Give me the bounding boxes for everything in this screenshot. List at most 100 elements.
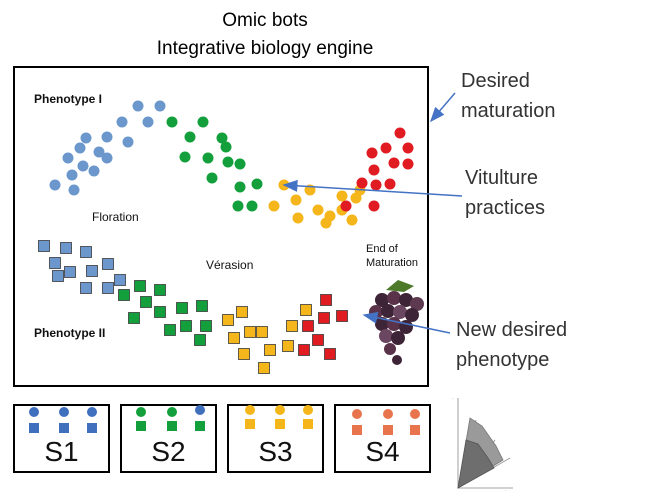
desired-maturation-arrow (430, 92, 456, 123)
svg-text:·: · (505, 488, 507, 494)
stage-dot (87, 407, 97, 417)
red-dot (370, 179, 382, 191)
stage-square (29, 423, 39, 433)
phenotype-ii-label: Phenotype II (34, 326, 106, 340)
yellow-dot (320, 217, 332, 229)
yellow-square (238, 348, 250, 360)
radar-sketch: · · (452, 396, 513, 494)
yellow-dot (312, 204, 324, 216)
blue-dot (62, 152, 74, 164)
red-dot (394, 127, 406, 139)
green-dot (179, 151, 191, 163)
blue-dot (116, 116, 128, 128)
blue-dot (132, 100, 144, 112)
green-dot (232, 200, 244, 212)
green-square (154, 284, 166, 296)
blue-dot (101, 152, 113, 164)
blue-square (80, 246, 92, 258)
blue-dot (66, 169, 78, 181)
stage-square (275, 419, 285, 429)
yellow-square (282, 340, 294, 352)
green-dot (220, 141, 232, 153)
blue-square (80, 282, 92, 294)
blue-square (64, 266, 76, 278)
red-dot (340, 200, 352, 212)
blue-dot (142, 116, 154, 128)
title-line-2: Integrative biology engine (156, 38, 374, 59)
desired-maturation-annotation: Desired maturation (461, 66, 556, 126)
stage-square (352, 425, 362, 435)
red-square (302, 320, 314, 332)
viticulture-line: Vitulture (465, 167, 539, 189)
stage-label: S2 (151, 436, 186, 467)
stage-dot (303, 405, 313, 415)
blue-dot (88, 165, 100, 177)
yellow-square (236, 306, 248, 318)
stage-dot (136, 407, 146, 417)
stage-box-s3: S3 (227, 404, 324, 473)
green-dot (184, 131, 196, 143)
blue-dot (74, 142, 86, 154)
stage-dot (167, 407, 177, 417)
stage-square (195, 421, 205, 431)
yellow-dot (290, 194, 302, 206)
maturation-line: Maturation (366, 257, 418, 269)
red-dot (368, 164, 380, 176)
viticulture-annotation: Vitulture practices (465, 163, 545, 223)
yellow-square (222, 314, 234, 326)
green-dot (166, 116, 178, 128)
stage-dot (352, 409, 362, 419)
green-dot (251, 178, 263, 190)
stage-square (383, 425, 393, 435)
yellow-square (286, 320, 298, 332)
red-dot (366, 147, 378, 159)
blue-dot (68, 184, 80, 196)
stage-square (59, 423, 69, 433)
red-square (298, 344, 310, 356)
red-dot (380, 142, 392, 154)
green-square (180, 320, 192, 332)
desired-line: Desired (461, 70, 530, 92)
stage-dot (410, 409, 420, 419)
green-square (128, 312, 140, 324)
green-square (196, 300, 208, 312)
red-square (318, 312, 330, 324)
red-square (324, 348, 336, 360)
verasion-label: Vérasion (206, 258, 254, 272)
green-dot (216, 132, 228, 144)
green-square (176, 302, 188, 314)
yellow-dot (346, 214, 358, 226)
stage-dot (383, 409, 393, 419)
title-line-1: Omic bots (222, 10, 308, 31)
blue-square (86, 265, 98, 277)
yellow-dot (292, 212, 304, 224)
phenotype-word-line: phenotype (456, 349, 550, 371)
blue-square (102, 258, 114, 270)
green-dot (197, 116, 209, 128)
green-dot (234, 181, 246, 193)
blue-square (38, 240, 50, 252)
green-square (140, 296, 152, 308)
stage-square (167, 421, 177, 431)
grape-cluster-image (369, 280, 424, 365)
green-dot (206, 172, 218, 184)
yellow-square (244, 326, 256, 338)
svg-text:·: · (452, 396, 454, 402)
green-square (164, 324, 176, 336)
yellow-dot (268, 200, 280, 212)
phenotype-markers (38, 100, 414, 374)
yellow-square (228, 332, 240, 344)
blue-dot (93, 146, 105, 158)
new-desired-line: New desired (456, 319, 568, 341)
stage-dot (59, 407, 69, 417)
new-phenotype-arrow (362, 311, 451, 334)
stage-square (245, 419, 255, 429)
blue-dot (154, 100, 166, 112)
blue-square (52, 270, 64, 282)
blue-dot (80, 132, 92, 144)
yellow-square (256, 326, 268, 338)
green-square (154, 306, 166, 318)
